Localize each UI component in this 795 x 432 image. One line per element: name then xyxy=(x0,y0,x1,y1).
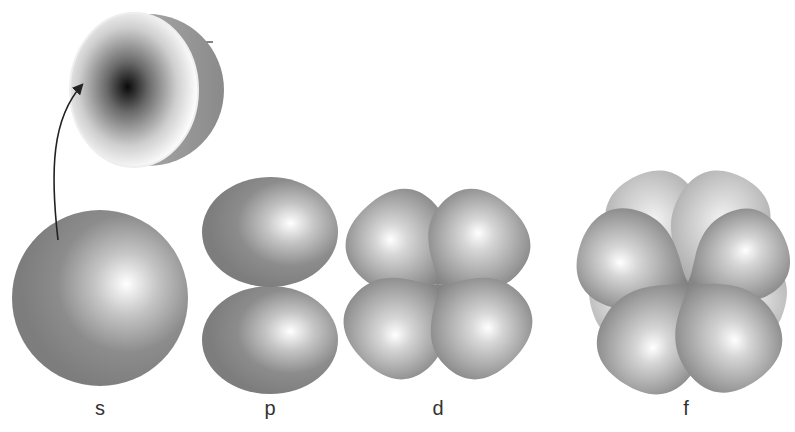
d-orbital xyxy=(326,171,549,396)
p-orbital xyxy=(202,177,338,394)
orbital-label: d xyxy=(432,398,443,418)
pointer-arrow xyxy=(54,85,82,240)
orbital-label: f xyxy=(683,398,689,418)
f-orbital xyxy=(564,155,795,411)
orbital-label: p xyxy=(264,398,275,418)
s-cutaway xyxy=(70,13,224,167)
s-orbital xyxy=(12,210,188,386)
orbital-label: s xyxy=(95,398,105,418)
